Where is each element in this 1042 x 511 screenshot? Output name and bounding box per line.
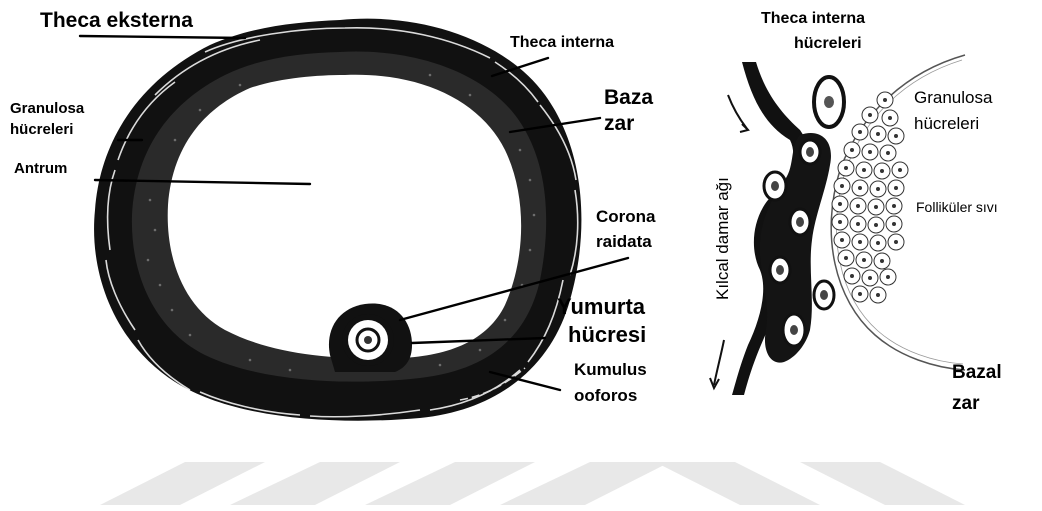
label-theca-interna-cells-line1: Theca interna [761,10,865,27]
watermark [100,462,965,505]
label-bazal-line2: zar [952,393,980,414]
label-antrum: Antrum [14,160,67,177]
follicle-cross-section [94,19,581,421]
label-kilcal-damar: Kılcal damar ağı [713,177,732,300]
label-granulosa-line2: hücreleri [10,121,73,138]
label-granulosa-right-line2: hücreleri [914,114,979,133]
leader-theca-eksterna [80,36,245,38]
label-kumulus-line1: Kumulus [574,360,647,379]
watermark-stripe [800,462,965,505]
label-theca-eksterna: Theca eksterna [40,9,193,32]
oocyte-nucleus [364,336,372,344]
label-baza-line1: Baza [604,86,653,109]
label-baza-line2: zar [604,112,634,135]
watermark-stripe [655,462,820,505]
label-theca-interna-cells-line2: hücreleri [794,35,862,52]
label-yumurta-line1: Yumurta [557,294,646,319]
label-corona-line1: Corona [596,207,656,226]
watermark-stripe [230,462,400,505]
label-granulosa-line1: Granulosa [10,100,85,117]
watermark-stripe [365,462,535,505]
label-follikuler-sivi: Folliküler sıvı [916,199,998,215]
label-kumulus-line2: ooforos [574,386,637,405]
watermark-stripe [100,462,265,505]
label-corona-line2: raidata [596,232,652,251]
label-yumurta-line2: hücresi [568,322,646,347]
label-granulosa-right-line1: Granulosa [914,88,993,107]
label-bazal-line1: Bazal [952,362,1002,383]
label-theca-interna: Theca interna [510,34,614,51]
watermark-stripe [500,462,670,505]
